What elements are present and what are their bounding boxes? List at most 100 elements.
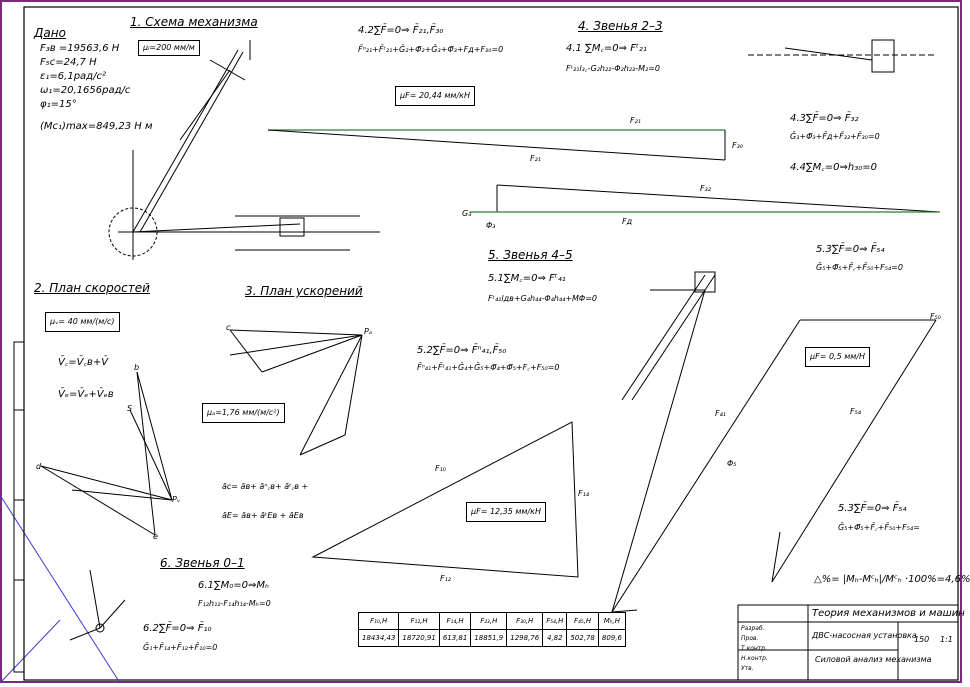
scale-mu-f2: μF= 12,35 мм/кН [466,502,546,522]
results-value-cell: 1298,76 [506,629,544,647]
acceleration-plan [229,329,363,456]
heading-links-01: 6. Звенья 0–1 [160,556,245,570]
results-header-cell: F₃₀,Н [506,612,544,630]
links-01-sketch [69,569,126,641]
equation: 6.2∑F̄=0⇒ F̄₁₀ [143,623,212,634]
title-block-subtitle: ДВС-насосная установка [812,631,917,640]
blue-line-1 [0,494,121,684]
label: Pᵥ [172,495,181,504]
mechanism-scheme [108,40,380,260]
results-value-cell: 502,78 [566,629,599,647]
scale-mu-f1: μF= 20,44 мм/кН [395,86,475,106]
equation: V̄ₑ=V̄ₑ+V̄ₑв [58,389,114,400]
equation: āc= āв+ āⁿ꜀в+ āᵗ꜀в + [222,482,309,491]
results-header-cell: Mₕ,Н [597,612,626,630]
equation: Ḡ₅+Φ̄₅+F̄꜀+F̄₅₀+F₅₄= [838,523,920,532]
scale-mu-l: μₗ=200 мм/м [138,40,200,56]
title-block-frame [737,604,959,681]
equation: Fᵗ₄₁lдв+G₄h₄₄-Φ₄h₄₄+MΦ=0 [488,294,598,303]
equation-error: △%= |Mₕ-Mᶜₕ|/Mᶜₕ ·100%=4,6% [814,574,970,585]
given-line: φ₁=15° [40,99,77,110]
given-line: ε₁=6,1рад/с² [40,71,106,82]
equation: V̄꜀=V̄꜀в+V̄ [58,357,109,368]
label: F₄₁ [715,409,727,418]
equation: 5.2∑F̄=0⇒ F̄ⁿ₄₁,F̄₅₀ [417,345,507,356]
results-header-row: F₁₀,Н F₁₂,Н F₁₄,Н F₂₃,Н F₃₀,Н F₅₄,Н F₄₅,… [357,612,626,630]
title-block-role: Т.контр. [741,645,768,652]
heading-links-23: 4. Звенья 2–3 [578,19,663,33]
title-block-role: Разраб. [741,625,765,632]
links-23-sketch [748,39,935,73]
label: c [226,323,231,332]
scale-mu-v: μᵥ= 40 мм/(м/с) [45,312,120,332]
equation: 4.4∑M꜀=0⇒h₃₀=0 [790,162,877,173]
equation: Ḡ₅+Φ̄₅+F̄꜀+F̄₅₀+F₅₄=0 [816,263,903,272]
equation: 5.1∑M꜀=0⇒ Fᵗ₄₁ [488,273,566,284]
equation: F₁₂h₁₂-F₁₄h₁₄-Mₕ=0 [198,599,271,608]
label: F₅₀ [930,312,942,321]
title-block-role: Утв. [741,665,754,672]
results-header-cell: F₅₄,Н [542,612,568,630]
heading-links-45: 5. Звенья 4–5 [488,248,573,262]
label: Fд [622,217,633,226]
given-line: ω₁=20,1656рад/с [40,85,131,96]
blue-line-2 [0,619,61,684]
label: F₂₁ [630,116,642,125]
equation: 5.3∑F̄=0⇒ F̄₅₄ [838,503,907,514]
heading-velocity-plan: 2. План скоростей [34,281,150,295]
results-header-cell: F₄₅,Н [566,612,599,630]
scale-mu-f3: μF= 0,5 мм/Н [805,347,870,367]
force-polygon-01 [311,421,579,578]
results-value-cell: 18434,43 [357,629,400,647]
equation: 5.3∑F̄=0⇒ F̄₅₄ [816,244,885,255]
given-title: Дано [34,26,66,40]
label: F₃₂ [700,184,712,193]
equation: āE= āв+ āᵗEв + āEв [222,511,304,520]
results-header-cell: F₁₂,Н [398,612,440,630]
equation: Fᵗ₂₁l₃꜀-G₂h₂₂-Φ₂h₂₃-M₂=0 [566,64,661,73]
side-strip [13,341,25,673]
label: S [127,404,133,413]
title-block-sheet-label: Силовой анализ механизма [815,655,932,664]
force-polygon-23 [267,129,941,213]
equation: 4.2∑F̄=0⇒ F̄₂₁,F̄₃₀ [358,25,444,36]
label: Φ₅ [727,459,737,468]
label: F₅₄ [850,407,862,416]
results-value-cell: 809,6 [597,629,626,647]
equation: F̄ⁿ₂₁+F̄ᵗ₂₁+Ḡ₂+Φ̄₂+Ḡ₃+Φ̄₃+Fд+F₃₀=0 [358,45,504,54]
links-45-sketch [621,271,716,401]
results-value-cell: 4,82 [542,629,568,647]
label: e [153,532,158,541]
title-block-role: Пров. [741,635,759,642]
label: F₁₂ [440,574,452,583]
label: Φ₃ [486,221,496,230]
label: G₃ [462,209,472,218]
label: d [36,462,42,471]
results-value-row: 18434,43 18720,91 613,81 18851,9 1298,76… [357,629,626,647]
given-line: (Mc₁)max=849,23 Н м [40,121,153,132]
equation: F̄ⁿ₄₁+F̄ᵗ₄₁+Ḡ₄+Ḡ₅+Φ̄₄+Φ̄₅+F꜀+F₅₀=0 [417,363,560,372]
results-table: F₁₀,Н F₁₂,Н F₁₄,Н F₂₃,Н F₃₀,Н F₅₄,Н F₄₅,… [357,612,626,647]
label: b [134,363,140,372]
given-line: F₅c=24,7 Н [40,57,97,68]
force-polygon-45 [611,289,937,613]
label: F₁₄ [578,489,590,498]
results-header-cell: F₁₀,Н [357,612,400,630]
equation: 4.1 ∑M꜀=0⇒ Fᵗ₂₁ [566,43,647,54]
heading-scheme: 1. Схема механизма [130,15,258,29]
given-line: F₃в =19563,6 Н [40,43,120,54]
results-value-cell: 613,81 [438,629,472,647]
scale-mu-a: μₐ=1,76 мм/(м/с²) [202,403,285,423]
label: F₂₁ [530,154,542,163]
heading-accel-plan: 3. План ускорений [245,284,363,298]
results-header-cell: F₁₄,Н [438,612,472,630]
title-block-role: Н.контр. [741,655,768,662]
label: Pₐ [364,327,372,336]
label: F₃₀ [732,141,744,150]
label: F₁₀ [435,464,447,473]
title-block-sheet-no: 150 [914,635,930,644]
results-value-cell: 18720,91 [398,629,440,647]
